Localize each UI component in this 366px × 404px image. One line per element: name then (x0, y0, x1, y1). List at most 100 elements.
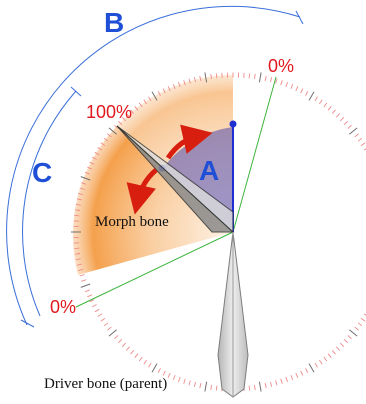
tick-mark (258, 72, 262, 83)
tick-mark (336, 113, 341, 118)
tick-mark (81, 279, 87, 282)
tick-mark (339, 116, 345, 122)
tick-mark (108, 329, 117, 337)
tick-mark (84, 171, 90, 175)
guide-line-lower (75, 231, 234, 308)
tick-mark (76, 263, 82, 266)
tick-mark (117, 120, 123, 126)
tick-mark (323, 102, 328, 108)
tick-mark (308, 91, 315, 101)
tick-mark (183, 80, 186, 86)
tick-mark (347, 124, 352, 129)
tick-mark (94, 151, 100, 156)
tick-mark (130, 350, 135, 355)
tick-mark (103, 322, 109, 327)
tick-mark (327, 106, 332, 111)
tick-mark (264, 383, 267, 389)
tick-mark (248, 73, 251, 79)
tick-mark (204, 381, 208, 392)
tick-mark (148, 96, 152, 102)
tick-mark (97, 147, 103, 151)
tick-mark (87, 166, 93, 170)
tick-mark (349, 329, 358, 337)
tick-mark (363, 313, 366, 316)
tick-mark (100, 142, 106, 146)
tick-mark (121, 116, 127, 122)
tick-mark (162, 88, 166, 94)
tick-mark (215, 385, 218, 391)
tick-mark (354, 326, 359, 331)
tick-mark (75, 209, 81, 211)
tick-mark (314, 96, 318, 102)
tick-mark (80, 176, 91, 181)
label-arc-c: C (32, 157, 52, 188)
tick-mark (360, 318, 366, 322)
tick-mark (319, 359, 323, 365)
tick-mark (300, 370, 304, 376)
tick-mark (121, 342, 127, 348)
tick-mark (295, 86, 299, 92)
tick-mark (188, 78, 191, 84)
tick-mark (114, 335, 119, 340)
tick-mark (269, 381, 273, 387)
tick-mark (89, 299, 95, 303)
tick-mark (87, 294, 93, 298)
tick-mark (75, 253, 81, 255)
tick-mark (89, 161, 95, 165)
label-driver-bone: Driver bone (parent) (44, 376, 167, 392)
tick-mark (210, 384, 212, 390)
arc-b-cap-bottom (20, 319, 35, 328)
tick-mark (339, 342, 345, 348)
label-percent-max: 100% (86, 102, 132, 122)
tick-mark (215, 73, 218, 79)
tick-mark (295, 372, 299, 378)
tick-mark (285, 81, 289, 87)
arc-c (22, 90, 77, 317)
tick-mark (157, 368, 161, 374)
tick-mark (357, 322, 363, 327)
morph-bone-facet (116, 125, 234, 234)
tick-mark (79, 187, 85, 190)
tick-mark (349, 127, 358, 135)
tick-mark (193, 77, 197, 83)
label-angle-a: A (199, 155, 219, 186)
tick-mark (290, 83, 294, 89)
tick-mark (143, 359, 147, 365)
tick-mark (125, 113, 130, 118)
tick-mark (167, 372, 171, 378)
tick-mark (188, 380, 191, 386)
tick-mark (254, 74, 256, 80)
tick-mark (81, 182, 87, 185)
tick-mark (151, 363, 158, 373)
tick-mark (280, 378, 283, 384)
label-arc-b: B (104, 7, 124, 38)
tick-mark (100, 318, 106, 322)
tick-mark (357, 137, 363, 142)
label-percent-top: 0% (268, 56, 294, 76)
tick-mark (167, 86, 171, 92)
tick-mark (84, 289, 90, 293)
reference-point (229, 120, 237, 128)
tick-mark (290, 375, 294, 381)
rotation-arrow-up-icon (165, 124, 213, 160)
tick-mark (79, 274, 85, 277)
label-percent-bottom: 0% (50, 297, 76, 317)
tick-mark (314, 362, 318, 368)
tick-mark (275, 380, 278, 386)
tick-mark (336, 346, 341, 351)
arc-c-cap-top (70, 86, 82, 97)
tick-mark (134, 106, 139, 111)
tick-mark (78, 192, 84, 196)
rotation-arrow-down-icon (126, 168, 158, 215)
tick-mark (331, 109, 336, 114)
tick-mark (108, 127, 117, 135)
tick-mark (363, 148, 366, 151)
tick-mark (305, 368, 309, 374)
tick-mark (97, 313, 103, 317)
tick-mark (360, 142, 366, 146)
tick-mark (305, 90, 309, 96)
tick-mark (138, 356, 143, 362)
tick-mark (162, 370, 166, 376)
tick-mark (193, 381, 197, 387)
